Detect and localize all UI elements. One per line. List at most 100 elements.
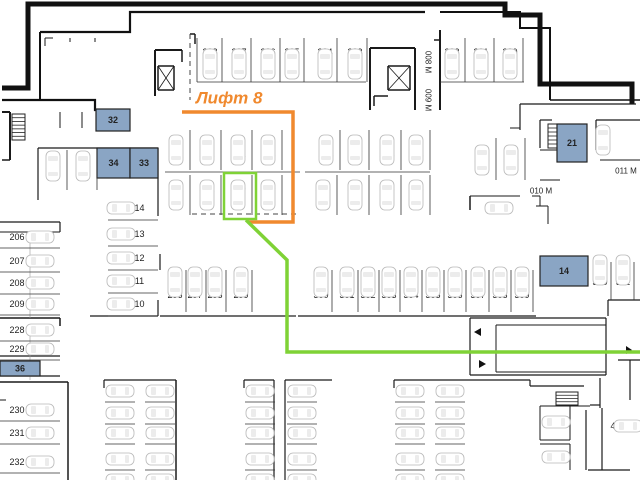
car-icon [231, 48, 247, 80]
column-label: 011 M [615, 167, 637, 176]
car-icon [595, 124, 611, 156]
parking-spot[interactable]: 232 [9, 457, 24, 467]
car-icon [105, 452, 135, 466]
storage-room[interactable]: 33 [129, 147, 159, 179]
car-icon [106, 201, 136, 215]
car-icon [168, 179, 184, 211]
car-icon [245, 452, 275, 466]
car-icon [25, 342, 55, 356]
car-icon [444, 48, 460, 80]
car-icon [245, 384, 275, 398]
car-icon [287, 452, 317, 466]
car-icon [425, 266, 441, 298]
spot-number: 208 [9, 278, 24, 288]
storage-room[interactable]: 34 [96, 147, 131, 179]
parking-spot[interactable]: 230 [9, 405, 24, 415]
storage-room-label: 14 [559, 266, 569, 276]
car-icon [25, 455, 55, 469]
car-icon [613, 419, 640, 433]
storage-room[interactable]: 21 [556, 123, 588, 163]
car-icon [318, 134, 334, 166]
car-icon [25, 426, 55, 440]
car-icon [145, 473, 175, 480]
spot-number: 207 [9, 256, 24, 266]
car-icon [473, 48, 489, 80]
car-icon [435, 426, 465, 440]
car-icon [435, 384, 465, 398]
car-icon [313, 266, 329, 298]
car-icon [25, 403, 55, 417]
car-icon [347, 134, 363, 166]
car-icon [360, 266, 376, 298]
car-icon [106, 227, 136, 241]
spot-number: 232 [9, 457, 24, 467]
car-icon [347, 48, 363, 80]
car-icon [245, 426, 275, 440]
car-icon [615, 254, 631, 286]
car-icon [106, 297, 136, 311]
parking-spot[interactable]: 208 [9, 278, 24, 288]
car-icon [408, 134, 424, 166]
parking-spot[interactable]: 206 [9, 232, 24, 242]
parking-spot[interactable]: 212 [129, 253, 144, 263]
parking-spot[interactable]: 214 [129, 203, 144, 213]
car-icon [105, 473, 135, 480]
car-icon [260, 179, 276, 211]
parking-spot[interactable]: 228 [9, 325, 24, 335]
storage-room-label: 33 [139, 158, 149, 168]
route-path [244, 218, 640, 354]
parking-spot[interactable]: 229 [9, 344, 24, 354]
car-icon [395, 406, 425, 420]
car-icon [145, 426, 175, 440]
car-icon [435, 473, 465, 480]
storage-room[interactable]: 36 [0, 360, 41, 377]
car-icon [470, 266, 486, 298]
parking-spot[interactable]: 231 [9, 428, 24, 438]
car-icon [167, 266, 183, 298]
car-icon [287, 406, 317, 420]
car-icon [381, 266, 397, 298]
car-icon [106, 274, 136, 288]
column-label: 010 M [530, 187, 553, 196]
car-icon [25, 254, 55, 268]
elevator-8-area: Лифт 8 [182, 89, 295, 224]
car-icon [347, 179, 363, 211]
car-icon [379, 179, 395, 211]
car-icon [233, 266, 249, 298]
direction-arrow-icon [474, 328, 486, 368]
car-icon [187, 266, 203, 298]
spot-number: 214 [129, 203, 144, 213]
car-icon [541, 415, 571, 429]
car-icon [339, 266, 355, 298]
parking-spot[interactable]: 211 [130, 276, 144, 286]
storage-room-label: 32 [108, 115, 118, 125]
spot-number: 228 [9, 325, 24, 335]
car-icon [379, 134, 395, 166]
car-icon [145, 406, 175, 420]
parking-spot[interactable]: 210 [129, 299, 144, 309]
highlighted-spot-320[interactable] [222, 171, 258, 221]
spot-number: 209 [9, 299, 24, 309]
storage-room[interactable]: 32 [95, 108, 131, 132]
car-icon [395, 384, 425, 398]
car-icon [75, 150, 91, 182]
car-icon [207, 266, 223, 298]
car-icon [315, 179, 331, 211]
car-icon [230, 179, 246, 211]
storage-room[interactable]: 14 [539, 255, 589, 287]
parking-spot[interactable]: 213 [129, 229, 144, 239]
parking-spot[interactable]: 209 [9, 299, 24, 309]
car-icon [145, 452, 175, 466]
spot-number: 229 [9, 344, 24, 354]
car-icon [260, 48, 276, 80]
spot-number: 213 [129, 229, 144, 239]
storage-room-label: 34 [108, 158, 118, 168]
car-icon [395, 426, 425, 440]
car-icon [105, 406, 135, 420]
car-icon [245, 473, 275, 480]
car-icon [287, 384, 317, 398]
car-icon [199, 134, 215, 166]
parking-spot[interactable]: 207 [9, 256, 24, 266]
car-icon [106, 251, 136, 265]
